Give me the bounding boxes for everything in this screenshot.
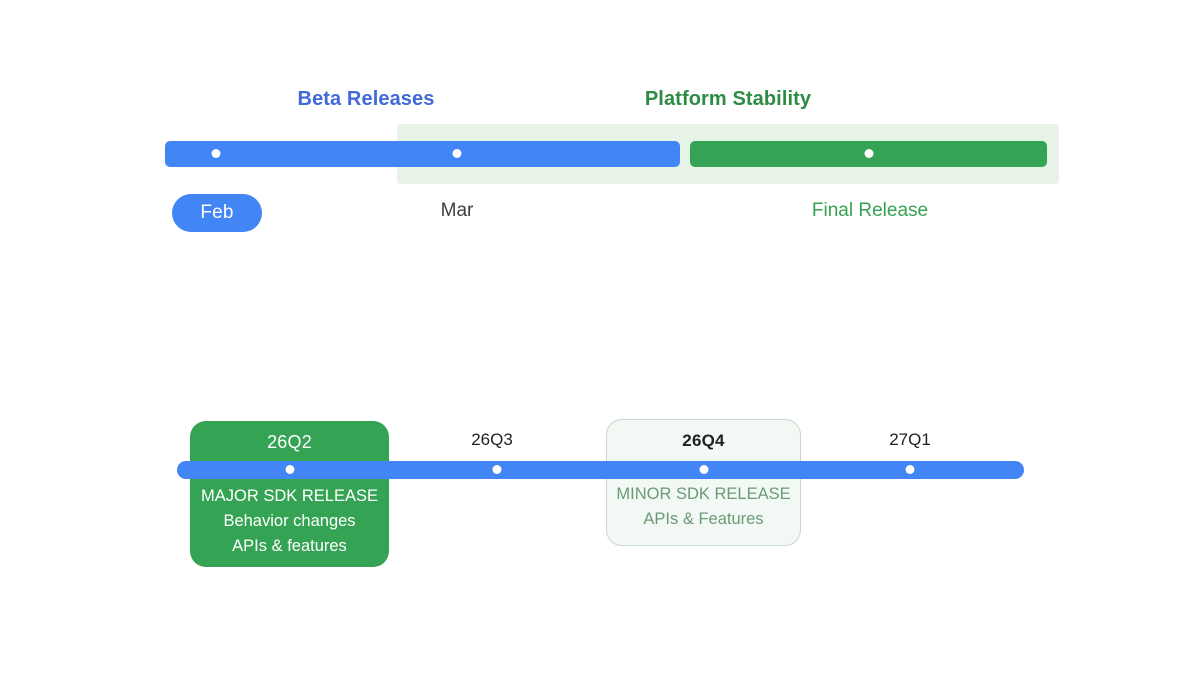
top-track-dot-final-release[interactable] [864,149,874,158]
release-card-26q2-line-1: MAJOR SDK RELEASE [201,487,378,505]
quarterly-release-track[interactable] [177,461,1024,479]
release-card-26q2-details: MAJOR SDK RELEASE Behavior changes APIs … [190,484,389,559]
release-card-26q4-line-2: APIs & Features [643,510,764,528]
release-card-26q4-line-1: MINOR SDK RELEASE [616,485,791,503]
month-pill-feb[interactable]: Feb [172,194,262,232]
top-timeline: Beta Releases Platform Stability Feb Mar… [0,0,1200,250]
bottom-track-dot-27q1[interactable] [905,465,915,474]
release-card-26q2[interactable]: 26Q2 MAJOR SDK RELEASE Behavior changes … [190,421,389,567]
top-track-dot-feb[interactable] [211,149,221,158]
month-label-mar: Mar [440,200,474,221]
quarter-label-27q1: 27Q1 [889,430,931,449]
release-card-26q4[interactable]: 26Q4 MINOR SDK RELEASE APIs & Features [606,419,801,546]
release-card-26q4-quarter: 26Q4 [682,431,725,450]
release-card-26q2-line-2: Behavior changes [223,512,356,530]
beta-releases-track[interactable] [165,141,680,167]
phase-title-platform-stability: Platform Stability [644,88,812,110]
bottom-track-dot-26q3[interactable] [492,465,502,474]
release-card-26q2-quarter: 26Q2 [267,432,312,452]
phase-title-beta-releases: Beta Releases [297,88,435,110]
month-label-final-release: Final Release [811,200,929,221]
top-track-dot-mar[interactable] [452,149,462,158]
quarter-label-26q3: 26Q3 [471,430,513,449]
bottom-track-dot-26q2[interactable] [285,465,295,474]
release-card-26q2-line-3: APIs & features [232,537,347,555]
bottom-track-dot-26q4[interactable] [699,465,709,474]
release-card-26q4-details: MINOR SDK RELEASE APIs & Features [607,482,800,532]
